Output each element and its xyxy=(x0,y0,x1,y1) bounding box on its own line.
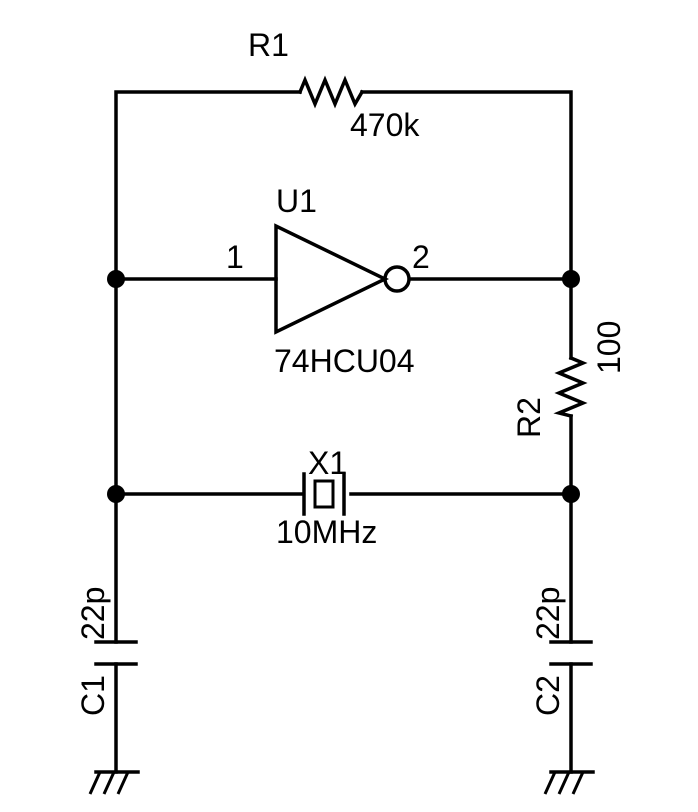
c1-ref-label: C1 xyxy=(75,675,111,716)
u1-part-label: 74HCU04 xyxy=(274,343,415,379)
inverter-u1-bubble xyxy=(383,265,411,293)
junction-dot xyxy=(107,485,125,503)
u1-ref-label: U1 xyxy=(276,183,317,219)
r1-value-label: 470k xyxy=(350,107,420,143)
resistor-r2: R2 100 xyxy=(511,321,627,438)
x1-value-label: 10MHz xyxy=(276,514,377,550)
wire-r1-right xyxy=(360,90,573,360)
u1-pin-in-label: 1 xyxy=(226,239,244,275)
inverter-u1: U1 1 2 74HCU04 xyxy=(226,183,430,379)
resistor-r2-zigzag xyxy=(553,355,588,419)
wires xyxy=(114,90,573,774)
junction-dot xyxy=(562,485,580,503)
resistor-r1: R1 470k xyxy=(248,27,420,143)
x1-ref-label: X1 xyxy=(308,445,347,481)
ground-symbol-right xyxy=(543,770,595,795)
c2-value-label: 22p xyxy=(530,587,566,640)
capacitor-c1: 22p C1 xyxy=(75,587,138,716)
junction-dot xyxy=(107,270,125,288)
wire-r1-left xyxy=(114,90,302,496)
c1-value-label: 22p xyxy=(75,587,111,640)
r2-ref-label: R2 xyxy=(511,397,547,438)
junction-dot xyxy=(562,270,580,288)
ground-symbol-left xyxy=(88,770,140,795)
ground-left-hatch xyxy=(88,771,130,795)
u1-pin-out-label: 2 xyxy=(412,239,430,275)
r1-ref-label: R1 xyxy=(248,27,289,63)
crystal-x1-body xyxy=(313,479,335,509)
r2-value-label: 100 xyxy=(591,321,627,374)
crystal-x1: X1 10MHz xyxy=(276,445,377,550)
c2-ref-label: C2 xyxy=(530,675,566,716)
capacitor-c2: 22p C2 xyxy=(530,587,593,716)
ground-right-hatch xyxy=(543,771,585,795)
inverter-u1-triangle xyxy=(274,223,390,335)
resistor-r1-zigzag xyxy=(297,75,365,109)
